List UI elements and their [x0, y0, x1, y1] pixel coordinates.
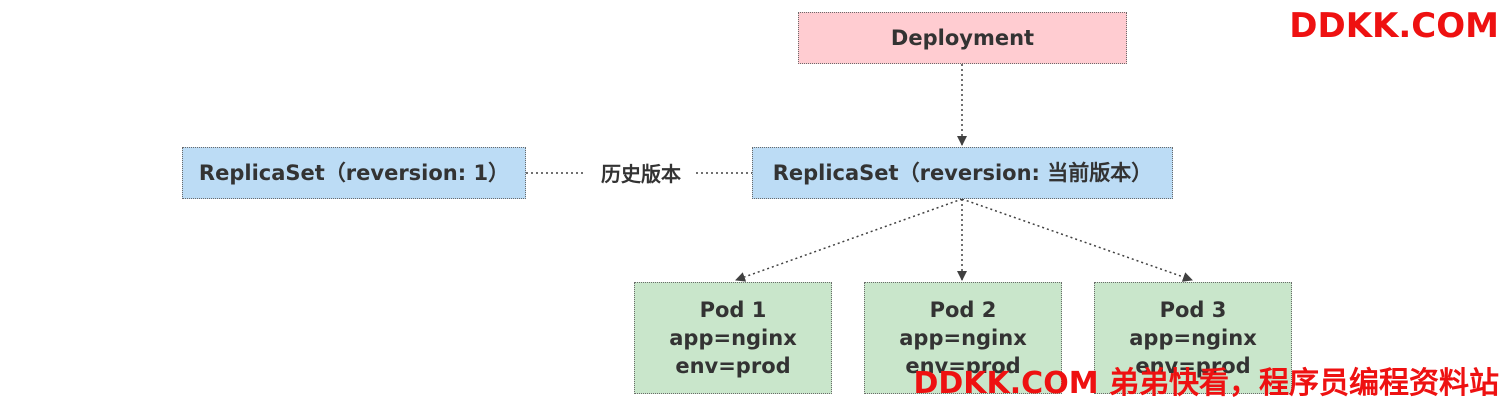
pod-node-1: Pod 1 app=nginx env=prod — [634, 282, 832, 394]
replicaset-old-label: ReplicaSet（reversion: 1） — [198, 161, 510, 185]
pod-app-label: app=nginx — [1129, 326, 1257, 350]
pod-name: Pod 1 — [699, 298, 767, 322]
pod-node-3: Pod 3 app=nginx env=prod — [1094, 282, 1292, 394]
replicaset-current-label: ReplicaSet（reversion: 当前版本） — [772, 161, 1153, 185]
pod-app-label: app=nginx — [669, 326, 797, 350]
deployment-label: Deployment — [890, 26, 1035, 50]
pod-node-2: Pod 2 app=nginx env=prod — [864, 282, 1062, 394]
deployment-node: Deployment — [798, 12, 1127, 64]
pod-name: Pod 2 — [929, 298, 997, 322]
pod-env-label: env=prod — [1135, 354, 1251, 378]
pod-app-label: app=nginx — [899, 326, 1027, 350]
pod-name: Pod 3 — [1159, 298, 1227, 322]
pod-env-label: env=prod — [675, 354, 791, 378]
edge-replicaset-to-pod3 — [961, 198, 1193, 282]
watermark-bottom: DDKK.COM 弟弟快看，程序员编程资料站 — [913, 366, 1499, 401]
history-edge-label: 历史版本 — [586, 160, 696, 188]
watermark-top: DDKK.COM — [1289, 6, 1499, 46]
pod-env-label: env=prod — [905, 354, 1021, 378]
replicaset-old-node: ReplicaSet（reversion: 1） — [182, 147, 526, 199]
edge-replicaset-to-pod1 — [735, 198, 963, 282]
replicaset-current-node: ReplicaSet（reversion: 当前版本） — [752, 147, 1173, 199]
